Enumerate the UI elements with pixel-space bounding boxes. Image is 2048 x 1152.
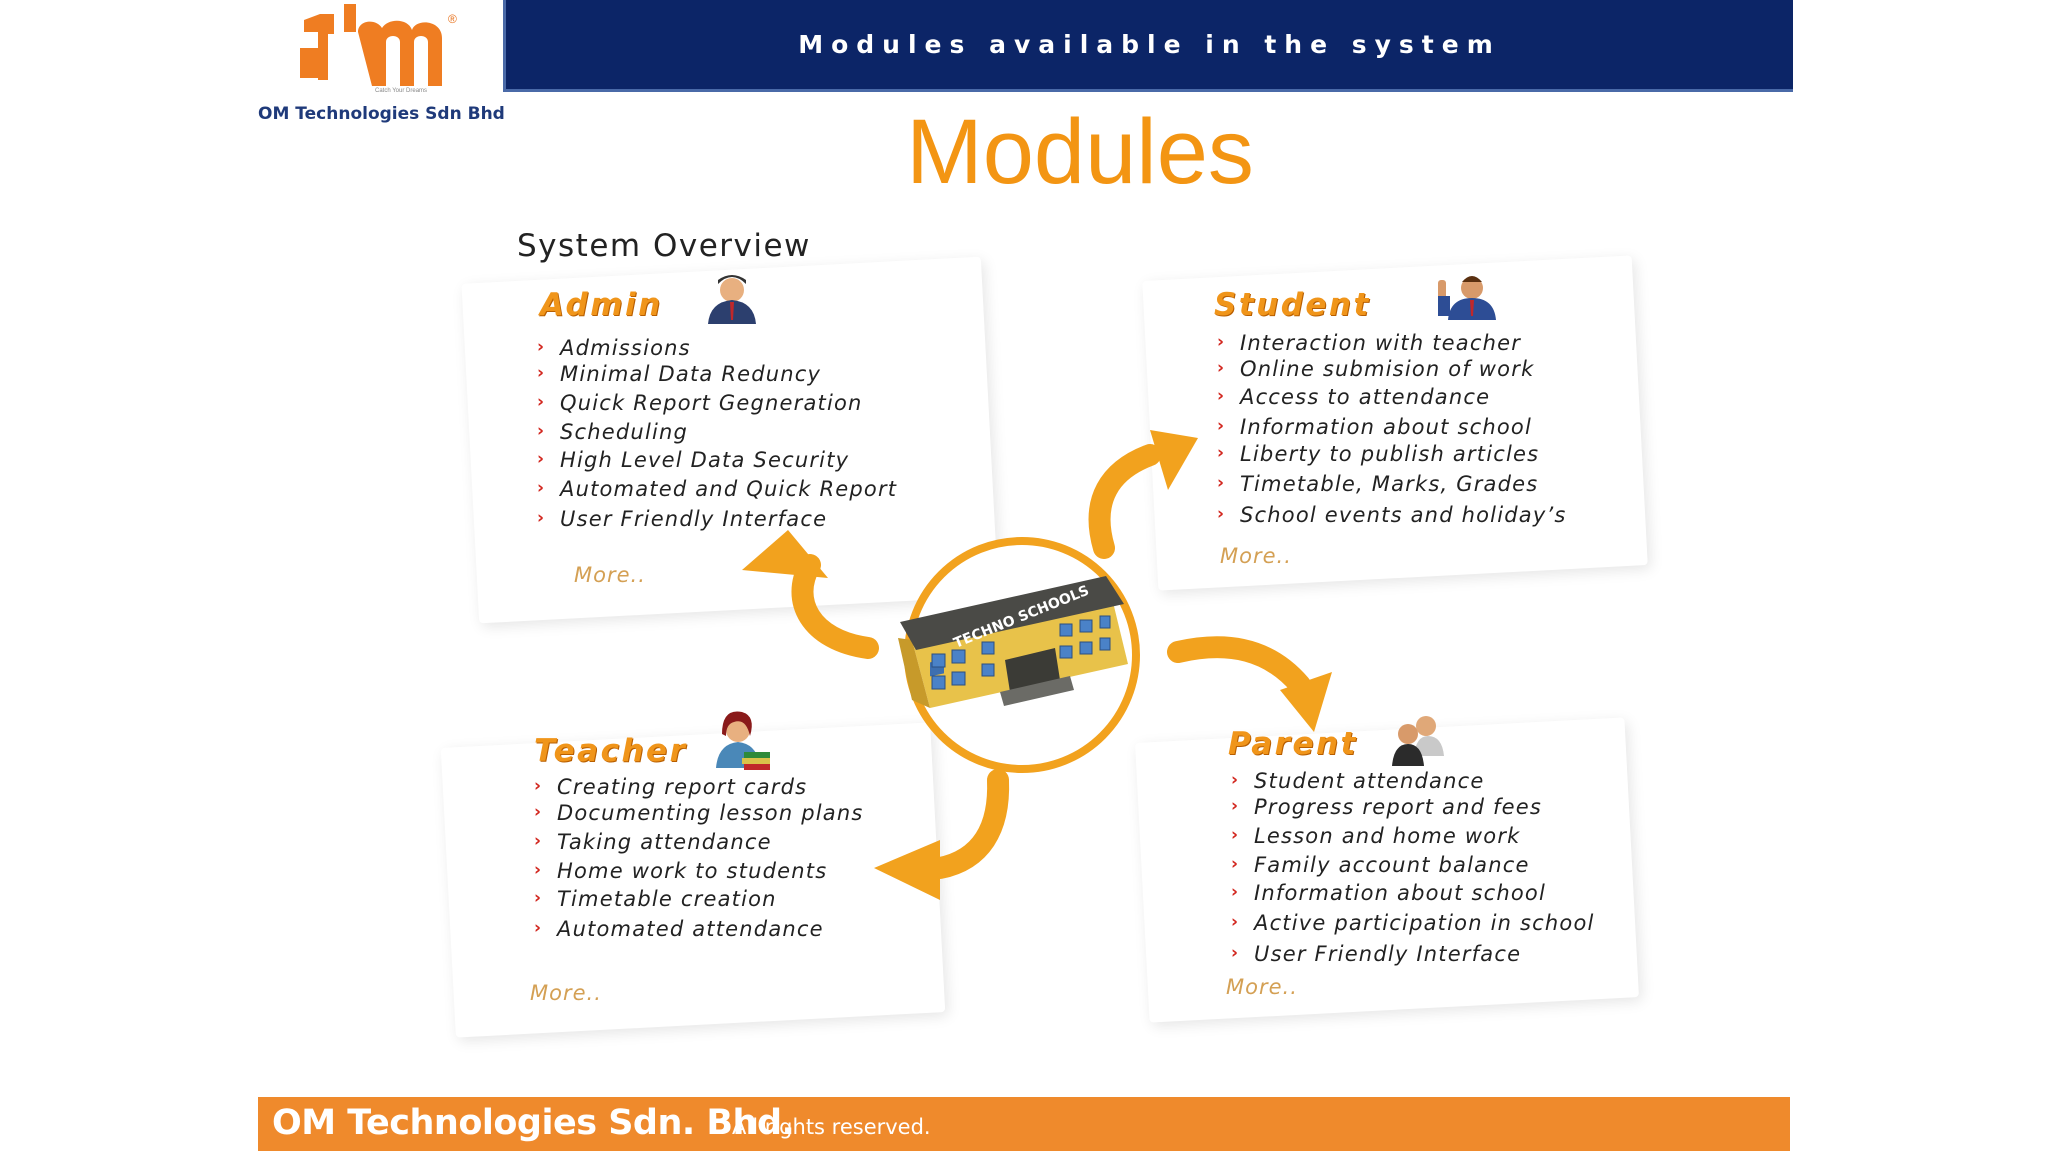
om-logo-icon — [300, 4, 442, 86]
chevron-right-icon: › — [534, 776, 543, 796]
admin-item: ›Minimal Data Reduncy — [537, 362, 822, 386]
chevron-right-icon: › — [1231, 882, 1240, 902]
student-item: ›Liberty to publish articles — [1217, 442, 1540, 466]
admin-item: ›High Level Data Security — [537, 448, 850, 472]
arrow-to-teacher — [929, 769, 1010, 879]
arrow-head-teacher — [874, 840, 940, 900]
logo-company-name: OM Technologies Sdn Bhd — [258, 104, 505, 124]
chevron-right-icon: › — [1217, 504, 1226, 524]
chevron-right-icon: › — [534, 888, 543, 908]
parent-item: ›Information about school — [1231, 881, 1546, 905]
chevron-right-icon: › — [537, 478, 546, 498]
company-logo: ® Catch Your Dreams OM Technologies Sdn … — [258, 0, 505, 130]
chevron-right-icon: › — [1217, 443, 1226, 463]
teacher-item: ›Creating report cards — [534, 775, 808, 799]
chevron-right-icon: › — [534, 831, 543, 851]
parents-icon — [1392, 716, 1444, 766]
chevron-right-icon: › — [1217, 473, 1226, 493]
school-building-icon — [898, 576, 1128, 708]
chevron-right-icon: › — [1217, 332, 1226, 352]
chevron-right-icon: › — [537, 449, 546, 469]
footer-company: OM Technologies Sdn. Bhd. — [272, 1103, 795, 1143]
header-title: Modules available in the system — [798, 30, 1501, 59]
admin-item: ›Quick Report Gegneration — [537, 391, 863, 415]
header-bar: Modules available in the system — [503, 0, 1793, 92]
teacher-user-icon — [716, 711, 770, 770]
arrow-to-student — [1088, 444, 1161, 559]
chevron-right-icon: › — [1231, 796, 1240, 816]
chevron-right-icon: › — [537, 363, 546, 383]
chevron-right-icon: › — [534, 860, 543, 880]
parent-item: ›Active participation in school — [1231, 911, 1595, 935]
student-item: ›School events and holiday’s — [1217, 503, 1567, 527]
teacher-item: ›Taking attendance — [534, 830, 772, 854]
student-item: ›Information about school — [1217, 415, 1532, 439]
overview-title: System Overview — [517, 228, 811, 264]
arrow-to-admin — [791, 554, 879, 659]
chevron-right-icon: › — [1231, 854, 1240, 874]
arrow-head-parent — [1280, 672, 1332, 732]
chevron-right-icon: › — [534, 918, 543, 938]
admin-item: ›Admissions — [537, 336, 691, 360]
admin-user-icon — [708, 275, 756, 324]
student-user-icon — [1438, 276, 1496, 320]
student-item: ›Timetable, Marks, Grades — [1217, 472, 1539, 496]
student-more-link[interactable]: More.. — [1220, 544, 1292, 568]
chevron-right-icon: › — [537, 392, 546, 412]
chevron-right-icon: › — [1231, 770, 1240, 790]
teacher-more-link[interactable]: More.. — [530, 981, 602, 1005]
chevron-right-icon: › — [1217, 358, 1226, 378]
footer-rights: All rights reserved. — [732, 1115, 931, 1139]
parent-item: ›Lesson and home work — [1231, 824, 1521, 848]
chevron-right-icon: › — [537, 337, 546, 357]
student-heading: Student — [1214, 287, 1371, 323]
chevron-right-icon: › — [534, 802, 543, 822]
teacher-item: ›Home work to students — [534, 859, 828, 883]
arrow-head-admin — [742, 530, 828, 578]
teacher-item: ›Documenting lesson plans — [534, 801, 864, 825]
footer-bar: OM Technologies Sdn. Bhd. All rights res… — [258, 1097, 1790, 1151]
chevron-right-icon: › — [537, 421, 546, 441]
chevron-right-icon: › — [1231, 943, 1240, 963]
admin-item: ›Scheduling — [537, 420, 689, 444]
parent-item: ›Student attendance — [1231, 769, 1485, 793]
chevron-right-icon: › — [537, 508, 546, 528]
admin-item: ›User Friendly Interface — [537, 507, 828, 531]
teacher-item: ›Automated attendance — [534, 917, 824, 941]
parent-item: ›Family account balance — [1231, 853, 1530, 877]
chevron-right-icon: › — [1231, 912, 1240, 932]
student-item: ›Interaction with teacher — [1217, 331, 1522, 355]
student-item: ›Access to attendance — [1217, 385, 1491, 409]
chevron-right-icon: › — [1231, 825, 1240, 845]
student-item: ›Online submision of work — [1217, 357, 1535, 381]
chevron-right-icon: › — [1217, 386, 1226, 406]
arrow-to-parent — [1167, 636, 1311, 696]
teacher-heading: Teacher — [534, 733, 688, 769]
parent-item: ›User Friendly Interface — [1231, 942, 1522, 966]
admin-item: ›Automated and Quick Report — [537, 477, 898, 501]
admin-heading: Admin — [540, 287, 663, 323]
admin-more-link[interactable]: More.. — [574, 563, 646, 587]
logo-tagline: Catch Your Dreams — [375, 88, 428, 94]
chevron-right-icon: › — [1217, 416, 1226, 436]
registered-mark: ® — [448, 12, 457, 26]
arrow-head-student — [1150, 430, 1198, 490]
parent-more-link[interactable]: More.. — [1226, 975, 1298, 999]
parent-heading: Parent — [1228, 726, 1358, 762]
parent-item: ›Progress report and fees — [1231, 795, 1543, 819]
teacher-item: ›Timetable creation — [534, 887, 777, 911]
page-title: Modules — [906, 101, 1254, 203]
